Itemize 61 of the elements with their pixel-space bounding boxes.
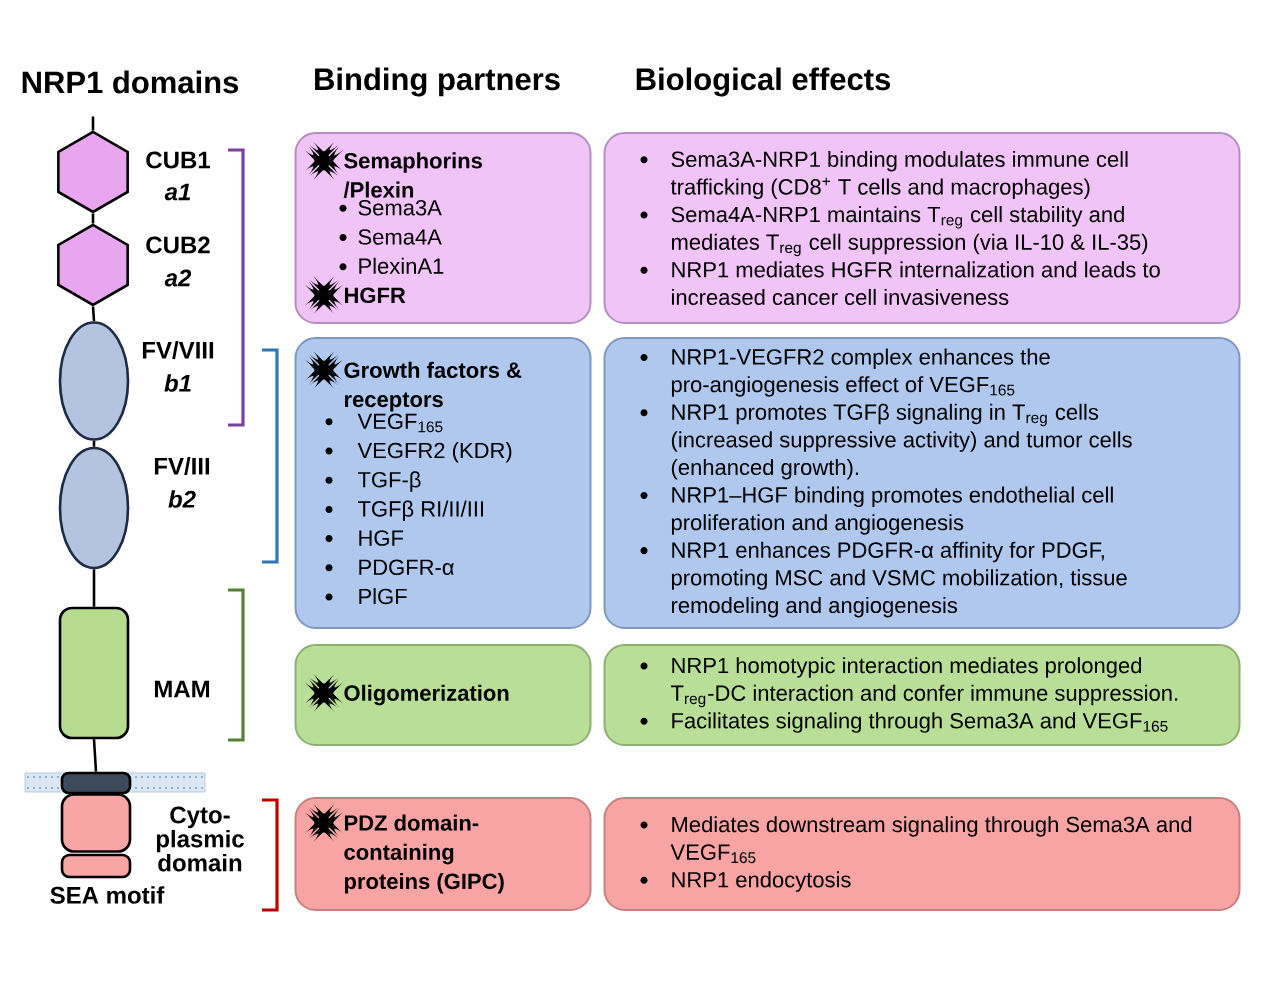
effect-box (603, 797, 1241, 911)
bullet-text: Sema3A-NRP1 binding modulates immune cell trafficking (CD8$^{+}$ T cells and macrophages) (670, 150, 1128, 199)
connector-line (92, 739, 98, 772)
partner-box (294, 797, 592, 911)
column-heading: NRP1 domains (22, 70, 239, 94)
list-heading: Semaphorins /Plexin (343, 152, 482, 198)
list-item: PDGFR-α (359, 559, 454, 576)
connector-line (92, 440, 96, 447)
domain-hexagon (57, 223, 129, 307)
bullet-text: Mediates downstream signaling through Sema3A and VEGF$_{165}$ (670, 816, 1192, 864)
domain-label: a1 (164, 183, 191, 201)
list-item: PlGF (359, 588, 407, 605)
column-heading: Biological effects (636, 67, 891, 97)
list-item: Sema3A (358, 199, 442, 216)
list-heading: Growth factors & receptors (344, 361, 522, 412)
domain-box (60, 853, 132, 879)
list-heading: HGFR (345, 287, 406, 304)
domain-box (60, 771, 132, 795)
bullet-text: NRP1–HGF binding promotes endothelial cell proliferation and angiogenesis (671, 486, 1113, 535)
list-item: TGFβ RI/II/III (358, 500, 483, 521)
connector-line (92, 569, 96, 607)
partner-box (294, 337, 592, 629)
domain-label: FV/VIII (142, 341, 214, 359)
connector-line (91, 306, 96, 322)
list-item: TGF-β (358, 471, 421, 492)
list-item: PlexinA1 (359, 257, 444, 274)
bullet-text: Sema4A-NRP1 maintains T$_{reg}$ cell stability and mediates T$_{reg}$ cell suppression (via IL-10 & IL-35) (671, 206, 1148, 257)
bullet-text: NRP1 endocytosis (672, 871, 851, 892)
list-item: HGF (359, 530, 404, 546)
domain-label: SEA motif (50, 886, 165, 904)
domain-label: Cyto-plasmic domain (156, 806, 244, 872)
domain-label: b2 (168, 490, 196, 508)
domain-ellipse (58, 321, 130, 441)
bullet-text: NRP1 enhances PDGFR-α affinity for PDGF, promoting MSC and VSMC mobilization, tissue remodeling and angiogenesis (671, 541, 1127, 618)
list-heading: PDZ domain-containing proteins (GIPC) (344, 814, 504, 894)
bullet-text: NRP1 promotes TGFβ signaling in T$_{reg}$ cells (increased suppressive activity) and tumor cells (enhanced growth). (671, 403, 1132, 480)
effect-box (603, 644, 1241, 746)
list-item: VEGFR2 (KDR) (357, 442, 512, 463)
domain-label: CUB2 (146, 236, 210, 254)
domain-box (58, 606, 130, 740)
domain-label: FV/III (154, 457, 210, 475)
domain-hexagon (57, 130, 129, 214)
column-heading: Binding partners (315, 67, 560, 97)
effect-box (603, 337, 1241, 629)
bullet-text: Facilitates signaling through Sema3A and VEGF$_{165}$ (672, 712, 1168, 733)
list-heading: Oligomerization (344, 684, 509, 706)
partner-box (294, 132, 592, 324)
domain-label: a2 (164, 269, 192, 287)
connector-line (91, 213, 95, 224)
domain-ellipse (58, 446, 130, 570)
list-item: VEGF$_{165}$ (357, 413, 443, 433)
bullet-text: NRP1 homotypic interaction mediates prolonged T$_{reg}$-DC interaction and confer immune suppression. (671, 657, 1178, 708)
connector-line (91, 116, 95, 131)
bullet-text: NRP1 mediates HGFR internalization and leads to increased cancer cell invasiveness (672, 261, 1160, 306)
domain-label: MAM (154, 680, 210, 698)
domain-box (60, 793, 132, 853)
domain-label: b1 (164, 374, 191, 392)
effect-box (603, 132, 1241, 324)
domain-label: CUB1 (146, 151, 210, 169)
partner-box (294, 644, 592, 746)
list-item: Sema4A (358, 229, 442, 245)
